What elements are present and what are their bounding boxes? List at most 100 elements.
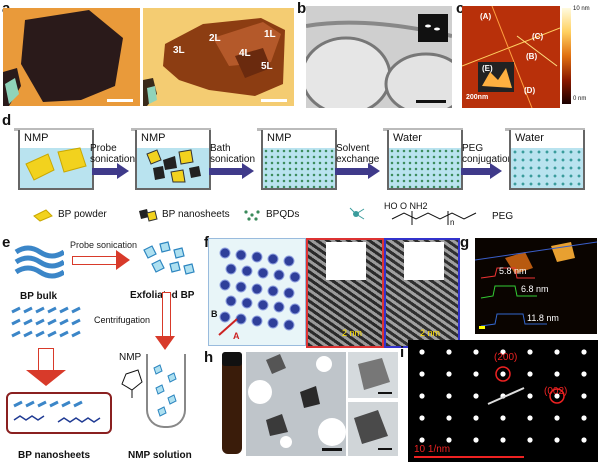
beam-stop-streak bbox=[487, 387, 525, 405]
panel-d-label: d bbox=[2, 112, 12, 129]
layer-label-3l: 3L bbox=[173, 45, 185, 56]
beaker-3: NMP bbox=[261, 130, 337, 190]
saed-scale-bar bbox=[414, 456, 524, 458]
bp-nanosheet-icon bbox=[139, 209, 158, 222]
afm-region-c: (C) bbox=[532, 32, 544, 41]
diffraction-spot bbox=[446, 349, 452, 355]
beaker-3-solvent: NMP bbox=[267, 132, 292, 144]
lattice-atom bbox=[273, 269, 285, 281]
bp-nanosheet-flakes bbox=[146, 149, 201, 183]
diffraction-spot bbox=[581, 437, 587, 443]
exfoliated-flakes bbox=[143, 241, 195, 275]
lattice-atom bbox=[235, 313, 247, 325]
spot-highlight-ring bbox=[495, 366, 511, 382]
diffraction-spot bbox=[554, 437, 560, 443]
probe-arrow-bar bbox=[72, 256, 117, 265]
diffraction-spot bbox=[419, 349, 425, 355]
lattice-atom bbox=[251, 283, 263, 295]
probe-sonication-label: Probe sonication bbox=[70, 240, 138, 250]
beaker-5: Water bbox=[509, 130, 585, 190]
saed-scale-label: 10 1/nm bbox=[414, 444, 451, 455]
height-label-2: 6.8 nm bbox=[521, 284, 549, 294]
centrifugation-label: Centrifugation bbox=[94, 315, 151, 325]
panel-g-afm-image: 5.8 nm 6.8 nm 11.8 nm bbox=[475, 238, 597, 334]
lattice-atom bbox=[251, 315, 263, 327]
lattice-atom bbox=[267, 253, 279, 265]
height-label-1: 5.8 nm bbox=[499, 266, 527, 276]
process-arrow-4-head bbox=[490, 163, 502, 179]
centrifugation-arrow-head bbox=[155, 336, 175, 350]
bp-powder-flakes bbox=[25, 147, 87, 181]
afm-scale-label: 200nm bbox=[466, 94, 489, 101]
panel-a-right-micrograph: 3L 2L 1L 4L 5L bbox=[143, 8, 294, 106]
tem-flake-inset-top bbox=[358, 358, 392, 394]
diffraction-spot bbox=[500, 437, 506, 443]
panel-c-afm-image: (A) (B) (C) (D) (E) 200nm bbox=[462, 6, 560, 108]
lattice-atom bbox=[283, 255, 295, 267]
saed-pattern bbox=[414, 349, 587, 458]
lattice-atom bbox=[235, 281, 247, 293]
panel-i-diffraction: (200) (002) 10 1/nm bbox=[408, 340, 598, 462]
layer-label-5l: 5L bbox=[261, 61, 273, 72]
panel-b-tem-image bbox=[306, 6, 452, 108]
panel-i-label: i bbox=[400, 344, 405, 361]
colorbar-top-label: 10 nm bbox=[573, 6, 590, 12]
centrifugation-arrow-bar bbox=[162, 292, 171, 337]
dark-flake-shape bbox=[3, 8, 140, 106]
colorbar-bottom-label: 0 nm bbox=[573, 96, 587, 102]
panel-f-crystal-model: B A bbox=[208, 238, 306, 346]
layer-label-4l: 4L bbox=[239, 48, 251, 59]
peg-n-label: n bbox=[450, 218, 455, 227]
left-down-arrow-bar bbox=[38, 348, 54, 371]
beaker-4-liquid bbox=[389, 148, 461, 188]
diffraction-spot bbox=[446, 393, 452, 399]
afm-colorbar bbox=[562, 8, 571, 104]
diffraction-spot bbox=[446, 415, 452, 421]
panel-c-label: c bbox=[456, 0, 465, 17]
layered-flake-shape bbox=[143, 8, 294, 106]
lattice-atom bbox=[225, 263, 237, 275]
legend-qds-label: BPQDs bbox=[266, 209, 300, 220]
nanosheets-box bbox=[6, 392, 112, 434]
bp-nanosheets-label: BP nanosheets bbox=[18, 450, 91, 461]
legend-nanosheets-label: BP nanosheets bbox=[162, 209, 230, 220]
panel-e-label: e bbox=[2, 234, 11, 251]
diffraction-spot bbox=[419, 415, 425, 421]
panel-f-hrtem-right: 2 nm bbox=[384, 238, 460, 348]
lattice-atom bbox=[257, 299, 269, 311]
diffraction-spot bbox=[554, 349, 560, 355]
hrtem-inset-left bbox=[326, 242, 366, 280]
process-arrow-1-head bbox=[117, 163, 129, 179]
diffraction-spot bbox=[554, 415, 560, 421]
panel-g-label: g bbox=[460, 234, 470, 251]
bp-powder-icon bbox=[33, 209, 53, 222]
diffraction-spot bbox=[500, 349, 506, 355]
diffraction-spot bbox=[581, 371, 587, 377]
diffraction-spot bbox=[446, 437, 452, 443]
lattice-atom bbox=[235, 249, 247, 261]
axis-arrow bbox=[218, 318, 238, 336]
diffraction-spot bbox=[473, 393, 479, 399]
diffraction-spot bbox=[527, 437, 533, 443]
beaker-5-liquid bbox=[511, 148, 583, 188]
lattice-atom bbox=[289, 303, 301, 315]
axis-a-label: A bbox=[233, 331, 240, 341]
beaker-2: NMP bbox=[135, 130, 211, 190]
legend-powder-label: BP powder bbox=[58, 209, 107, 220]
bp-bulk-label: BP bulk bbox=[20, 291, 58, 302]
afm-region-d: (D) bbox=[524, 86, 536, 95]
beaker-1-rim bbox=[14, 128, 94, 131]
diffraction-spot bbox=[500, 371, 506, 377]
panel-f-label: f bbox=[204, 234, 209, 251]
step-3-line2: exchange bbox=[336, 154, 380, 165]
beaker-4: Water bbox=[387, 130, 463, 190]
panel-b-label: b bbox=[297, 0, 307, 17]
beaker-1-solvent: NMP bbox=[24, 132, 49, 144]
lattice-atom bbox=[283, 319, 295, 331]
lattice-atom bbox=[219, 247, 231, 259]
afm-region-b: (B) bbox=[526, 52, 538, 61]
layer-label-1l: 1L bbox=[264, 29, 276, 40]
diffraction-spot bbox=[473, 437, 479, 443]
lattice-atom bbox=[219, 311, 231, 323]
nmp-tube bbox=[146, 354, 186, 428]
